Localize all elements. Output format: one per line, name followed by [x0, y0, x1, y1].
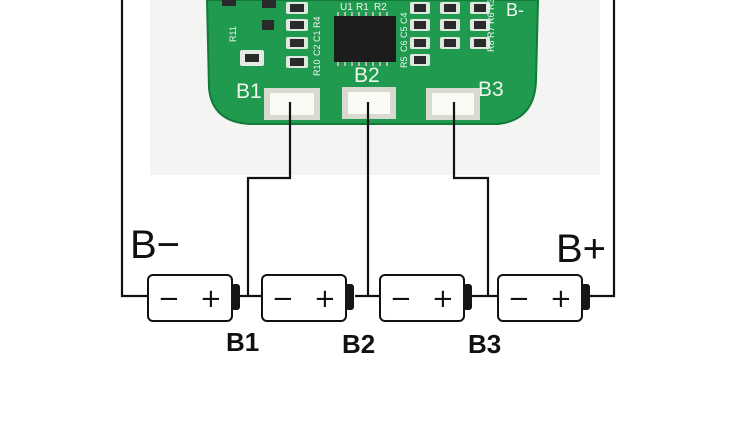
solder-pad-b1	[264, 88, 320, 120]
wiring	[120, 0, 616, 298]
silk-label-r6: R6	[486, 12, 496, 24]
silk-label-u1: U1	[340, 2, 353, 13]
label-b-minus: B−	[130, 223, 180, 267]
cell-plus-sign: +	[550, 284, 572, 314]
cell-minus-sign: −	[508, 284, 530, 314]
cell-plus-sign: +	[314, 284, 336, 314]
silk-label-r5: R5	[399, 56, 409, 68]
silk-label-c5: C5	[399, 26, 409, 38]
component-smd	[222, 0, 236, 6]
battery-cell-2: − +	[261, 274, 354, 322]
battery-cell-3: − +	[379, 274, 472, 322]
right-component-column	[410, 2, 490, 66]
silk-label-r7: R7	[486, 26, 496, 38]
wire-b-plus	[590, 0, 616, 298]
silk-label-r1: R1	[356, 2, 369, 13]
node-label-b2: B2	[342, 329, 375, 359]
ic-chip	[334, 12, 396, 66]
cell-terminal-cap	[345, 284, 354, 310]
silk-label-r11: R11	[228, 26, 238, 42]
cell-plus-sign: +	[200, 284, 222, 314]
pcb-board: R11 U1 R1 R2 B- R10 C2 C1 R4 R5 C6 C5 C4…	[205, 0, 540, 125]
silk-label-r4: R4	[312, 16, 322, 28]
pad-label-b3: B3	[478, 78, 504, 101]
silk-label-c1: C1	[312, 30, 322, 42]
component-smd	[262, 0, 276, 8]
label-b-plus: B+	[556, 227, 606, 271]
silk-label-r8: R8	[486, 40, 496, 52]
wire-tap-b3	[452, 102, 490, 296]
component-diode	[262, 20, 274, 30]
pad-label-b2: B2	[354, 64, 380, 87]
left-component-column	[286, 2, 308, 68]
silk-label-c6: C6	[399, 40, 409, 52]
battery-cell-4: − +	[497, 274, 590, 322]
cell-terminal-cap	[581, 284, 590, 310]
silk-label-r3: R3	[486, 0, 496, 10]
node-label-b3: B3	[468, 329, 501, 359]
pad-label-b1: B1	[236, 80, 262, 103]
cell-minus-sign: −	[272, 284, 294, 314]
wire-b-minus	[120, 0, 148, 298]
silk-label-c4: C4	[399, 12, 409, 24]
cell-minus-sign: −	[158, 284, 180, 314]
silk-label-r2: R2	[374, 2, 387, 13]
cell-plus-sign: +	[432, 284, 454, 314]
silk-label-r10: R10	[312, 59, 322, 76]
battery-cell-1: − +	[147, 274, 240, 322]
cell-terminal-cap	[463, 284, 472, 310]
wire-tap-b1	[246, 102, 292, 296]
silk-label-b-minus: B-	[506, 0, 524, 20]
cell-minus-sign: −	[390, 284, 412, 314]
silk-label-c2: C2	[312, 44, 322, 56]
node-label-b1: B1	[226, 327, 259, 357]
cell-terminal-cap	[231, 284, 240, 310]
